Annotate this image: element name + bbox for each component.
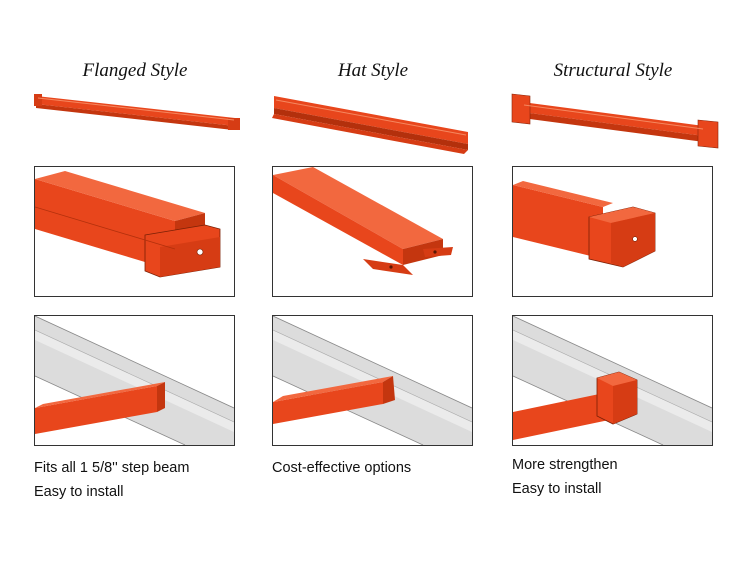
flanged-detail-panel xyxy=(34,166,235,297)
flanged-installed-panel xyxy=(34,315,235,446)
structural-style-title: Structural Style xyxy=(553,60,673,81)
structural-feature-item: Easy to install xyxy=(512,481,602,497)
flanged-features: Fits all 1 5/8'' step beam Easy to insta… xyxy=(34,456,189,504)
hat-installed-panel xyxy=(272,315,473,446)
structural-features: More strengthen Easy to install xyxy=(512,453,618,501)
flanged-beam-thumbnail xyxy=(30,88,250,138)
flanged-feature-item: Easy to install xyxy=(34,484,124,500)
hat-feature-item: Cost-effective options xyxy=(272,460,412,476)
flanged-feature-item: Fits all 1 5/8'' step beam xyxy=(34,460,190,476)
flanged-style-title: Flanged Style xyxy=(82,60,188,81)
hat-detail-panel xyxy=(272,166,473,297)
hat-beam-thumbnail xyxy=(268,92,478,156)
hat-style-title: Hat Style xyxy=(337,60,409,81)
structural-beam-thumbnail xyxy=(508,92,723,152)
hat-features: Cost-effective options xyxy=(272,456,411,480)
structural-feature-item: More strengthen xyxy=(512,457,618,473)
structural-detail-panel xyxy=(512,166,713,297)
structural-installed-panel xyxy=(512,315,713,446)
